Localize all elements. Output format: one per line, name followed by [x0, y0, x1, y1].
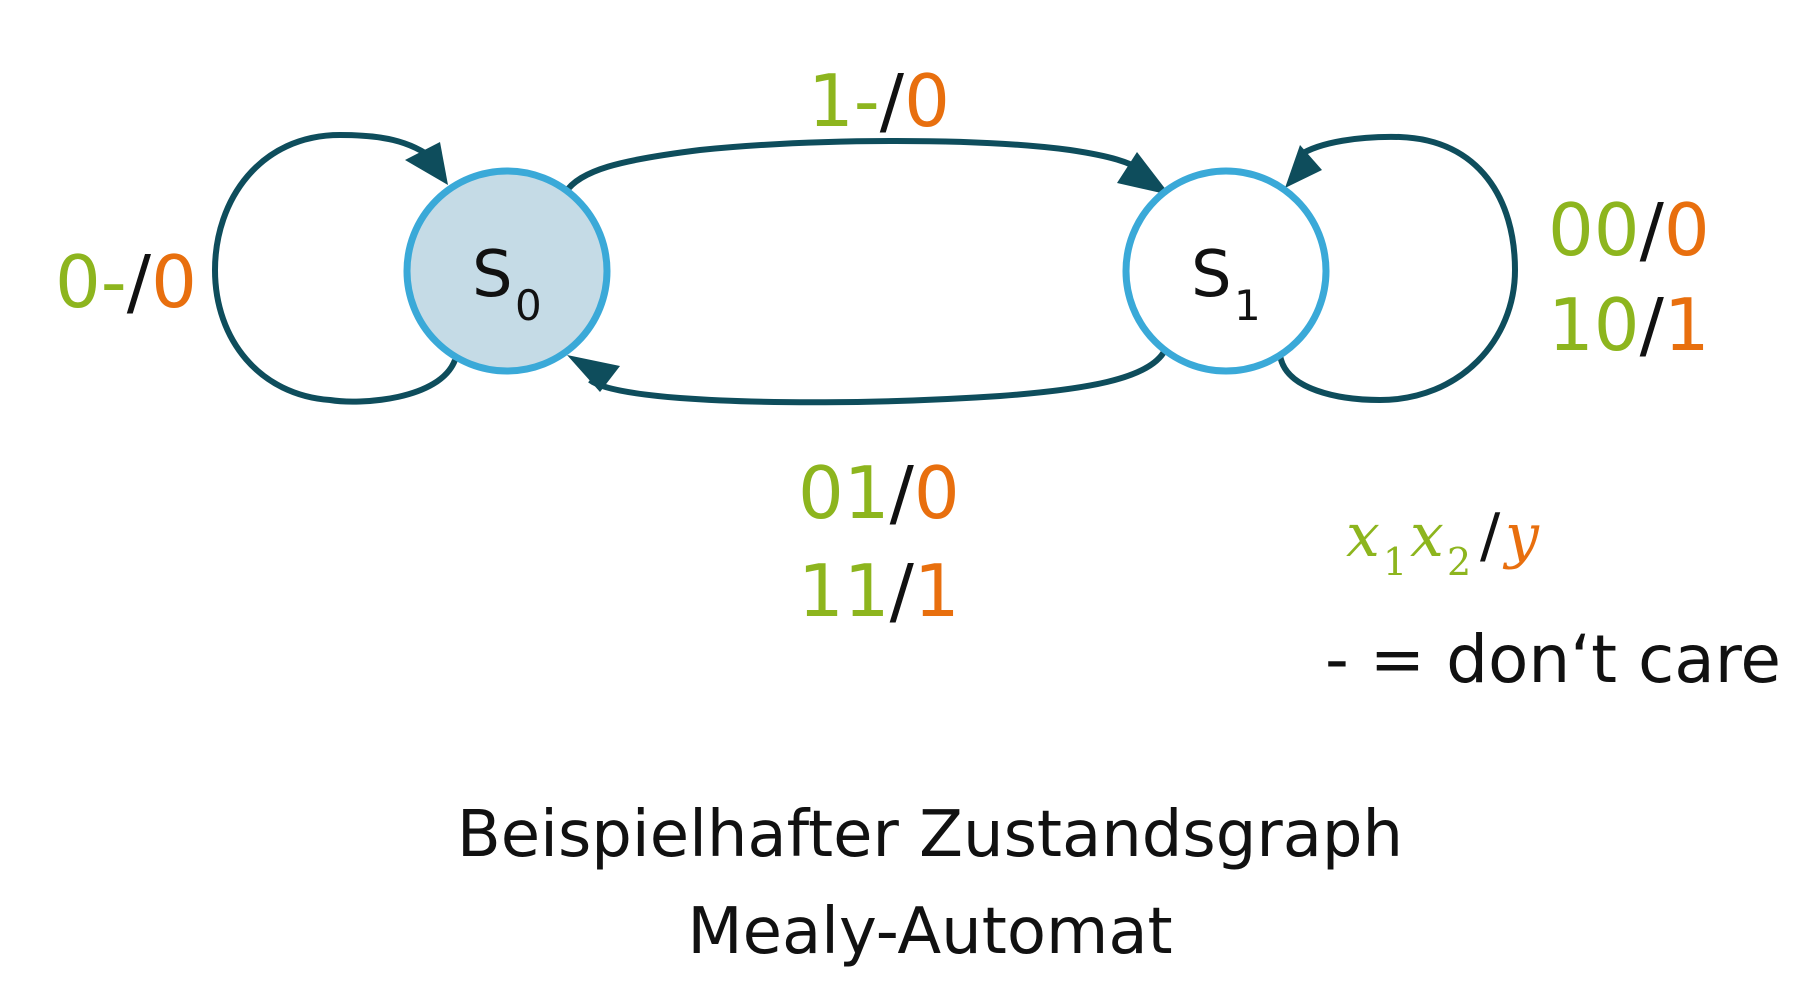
legend-x2: x — [1410, 501, 1444, 571]
state-s0-index: 0 — [515, 281, 542, 330]
legend-dont-care: - = don‘t care — [1325, 621, 1781, 698]
edge-s1-self-loop — [1277, 133, 1519, 404]
arrowhead-s1-to-s0 — [567, 355, 620, 392]
caption-subtitle: Mealy-Automat — [687, 895, 1172, 969]
label-s1-to-s0-row1: 01/0 — [798, 451, 960, 535]
label-s0-self: 0-/0 — [55, 240, 197, 324]
label-s1-self-row1: 00/0 — [1548, 188, 1710, 272]
state-s0-letter: S — [472, 238, 513, 312]
legend-io-format: x 1 x 2 / y — [1346, 501, 1540, 584]
legend-x1: x — [1346, 501, 1380, 571]
label-s1-self-row2: 10/1 — [1548, 283, 1710, 367]
state-s0-circle — [403, 167, 611, 375]
state-s1: S 1 — [1122, 167, 1330, 375]
legend-sub2: 2 — [1447, 540, 1471, 584]
caption-title: Beispielhafter Zustandsgraph — [457, 798, 1403, 872]
arrowhead-s0-to-s1 — [1117, 152, 1170, 195]
edge-s1-to-s0 — [567, 348, 1168, 406]
arrowhead-s0-self — [405, 142, 448, 185]
label-s0-to-s1: 1-/0 — [808, 59, 950, 143]
arrowhead-s1-self — [1285, 145, 1322, 188]
legend-y: y — [1502, 501, 1540, 571]
legend-sub1: 1 — [1383, 540, 1407, 584]
edge-s0-to-s1 — [562, 138, 1170, 195]
state-s1-circle — [1122, 167, 1330, 375]
label-s1-to-s0-row2: 11/1 — [798, 549, 960, 633]
state-s0: S 0 — [403, 167, 611, 375]
state-s1-index: 1 — [1234, 281, 1261, 330]
edge-s0-self-loop — [211, 131, 458, 405]
legend-slash: / — [1480, 501, 1501, 571]
state-s1-letter: S — [1191, 238, 1232, 312]
